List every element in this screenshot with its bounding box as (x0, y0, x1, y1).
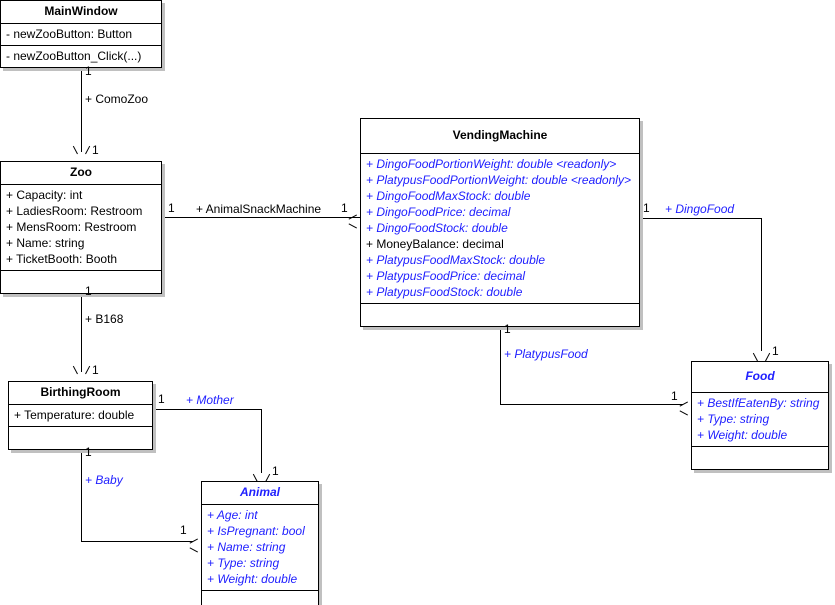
class-member: + LadiesRoom: Restroom (6, 204, 143, 218)
edge-comozoo-label: + ComoZoo (85, 92, 149, 106)
class-box-mainwindow[interactable]: MainWindow - newZooButton: Button - newZ… (0, 0, 162, 68)
class-operations-vendingmachine (361, 304, 639, 326)
class-member: + PlatypusFoodMaxStock: double (366, 253, 546, 267)
edge-comozoo-line (81, 62, 82, 152)
class-name-mainwindow: MainWindow (1, 1, 161, 24)
edge-mother-line-v (261, 409, 262, 473)
class-attributes-animal: + Age: int + IsPregnant: bool + Name: st… (202, 505, 318, 591)
class-member: + Name: string (207, 540, 286, 554)
edge-dingofood-source-mult: 1 (643, 201, 650, 215)
edge-baby-target-mult: 1 (180, 523, 187, 537)
edge-animalsnackmachine-line (165, 217, 360, 218)
class-attributes-zoo: + Capacity: int + LadiesRoom: Restroom +… (1, 185, 161, 271)
class-box-birthingroom[interactable]: BirthingRoom + Temperature: double (8, 381, 153, 450)
edge-dingofood-label: + DingoFood (665, 202, 735, 216)
edge-platypusfood-target-mult: 1 (671, 389, 678, 403)
edge-animalsnackmachine-label: + AnimalSnackMachine (196, 202, 322, 216)
edge-platypusfood-label: + PlatypusFood (504, 347, 588, 361)
class-member: + Age: int (207, 508, 258, 522)
class-member: + Weight: double (697, 428, 788, 442)
edge-mother-label: + Mother (186, 393, 234, 407)
edge-mother-line-h (156, 409, 261, 410)
class-member: + Weight: double (207, 572, 298, 586)
class-member: + PlatypusFoodStock: double (366, 285, 523, 299)
edge-animalsnackmachine-source-mult: 1 (168, 201, 175, 215)
class-member: + MensRoom: Restroom (6, 220, 137, 234)
class-attributes-birthingroom: + Temperature: double (9, 405, 152, 427)
class-member: + Type: string (207, 556, 280, 570)
class-box-zoo[interactable]: Zoo + Capacity: int + LadiesRoom: Restro… (0, 161, 162, 294)
class-name-vendingmachine: VendingMachine (361, 119, 639, 154)
class-member: + DingoFoodStock: double (366, 221, 508, 235)
class-operations-food (692, 447, 828, 469)
class-member: + BestIfEatenBy: string (697, 396, 820, 410)
class-member: + Name: string (6, 236, 85, 250)
edge-mother-source-mult: 1 (158, 392, 165, 406)
class-box-vendingmachine[interactable]: VendingMachine + DingoFoodPortionWeight:… (360, 118, 640, 327)
edge-comozoo-source-mult: 1 (85, 64, 92, 78)
edge-animalsnackmachine-target-mult: 1 (341, 201, 348, 215)
class-member: + DingoFoodMaxStock: double (366, 189, 531, 203)
class-box-food[interactable]: Food + BestIfEatenBy: string + Type: str… (691, 361, 829, 470)
class-box-animal[interactable]: Animal + Age: int + IsPregnant: bool + N… (201, 481, 319, 605)
edge-mother-target-mult: 1 (272, 464, 279, 478)
edge-dingofood-line-h (641, 218, 761, 219)
class-member: + DingoFoodPortionWeight: double <readon… (366, 157, 617, 171)
class-operations-mainwindow: - newZooButton_Click(...) (1, 46, 161, 67)
edge-baby-line-h (81, 541, 193, 542)
class-member: + MoneyBalance: decimal (366, 237, 504, 251)
class-name-birthingroom: BirthingRoom (9, 382, 152, 405)
edge-baby-source-mult: 1 (85, 445, 92, 459)
class-member: + Type: string (697, 412, 770, 426)
edge-platypusfood-source-mult: 1 (504, 322, 511, 336)
class-operations-animal (202, 591, 318, 605)
edge-platypusfood-line-v (500, 320, 501, 405)
class-name-animal: Animal (202, 482, 318, 505)
class-member: + TicketBooth: Booth (6, 252, 118, 266)
class-operations-zoo (1, 271, 161, 293)
class-member: + DingoFoodPrice: decimal (366, 205, 511, 219)
class-member: + PlatypusFoodPrice: decimal (366, 269, 526, 283)
edge-comozoo-target-mult: 1 (92, 143, 99, 157)
edge-b168-label: + B168 (85, 312, 124, 326)
class-member: + PlatypusFoodPortionWeight: double <rea… (366, 173, 631, 187)
class-attributes-food: + BestIfEatenBy: string + Type: string +… (692, 393, 828, 447)
edge-b168-target-mult: 1 (92, 363, 99, 377)
class-member: + IsPregnant: bool (207, 524, 305, 538)
class-attributes-mainwindow: - newZooButton: Button (1, 24, 161, 46)
class-method: - newZooButton_Click(...) (6, 49, 142, 63)
class-name-food: Food (692, 362, 828, 393)
edge-dingofood-line-v (761, 218, 762, 351)
edge-baby-label: + Baby (85, 473, 123, 487)
edge-platypusfood-line-h (500, 404, 683, 405)
class-attributes-vendingmachine: + DingoFoodPortionWeight: double <readon… (361, 154, 639, 304)
class-name-zoo: Zoo (1, 162, 161, 185)
class-operations-birthingroom (9, 427, 152, 449)
edge-b168-line (81, 282, 82, 372)
class-member: - newZooButton: Button (6, 27, 133, 41)
edge-baby-line-v (81, 442, 82, 542)
edge-dingofood-target-mult: 1 (772, 344, 779, 358)
class-member: + Temperature: double (14, 408, 135, 422)
edge-b168-source-mult: 1 (85, 284, 92, 298)
class-member: + Capacity: int (6, 188, 83, 202)
